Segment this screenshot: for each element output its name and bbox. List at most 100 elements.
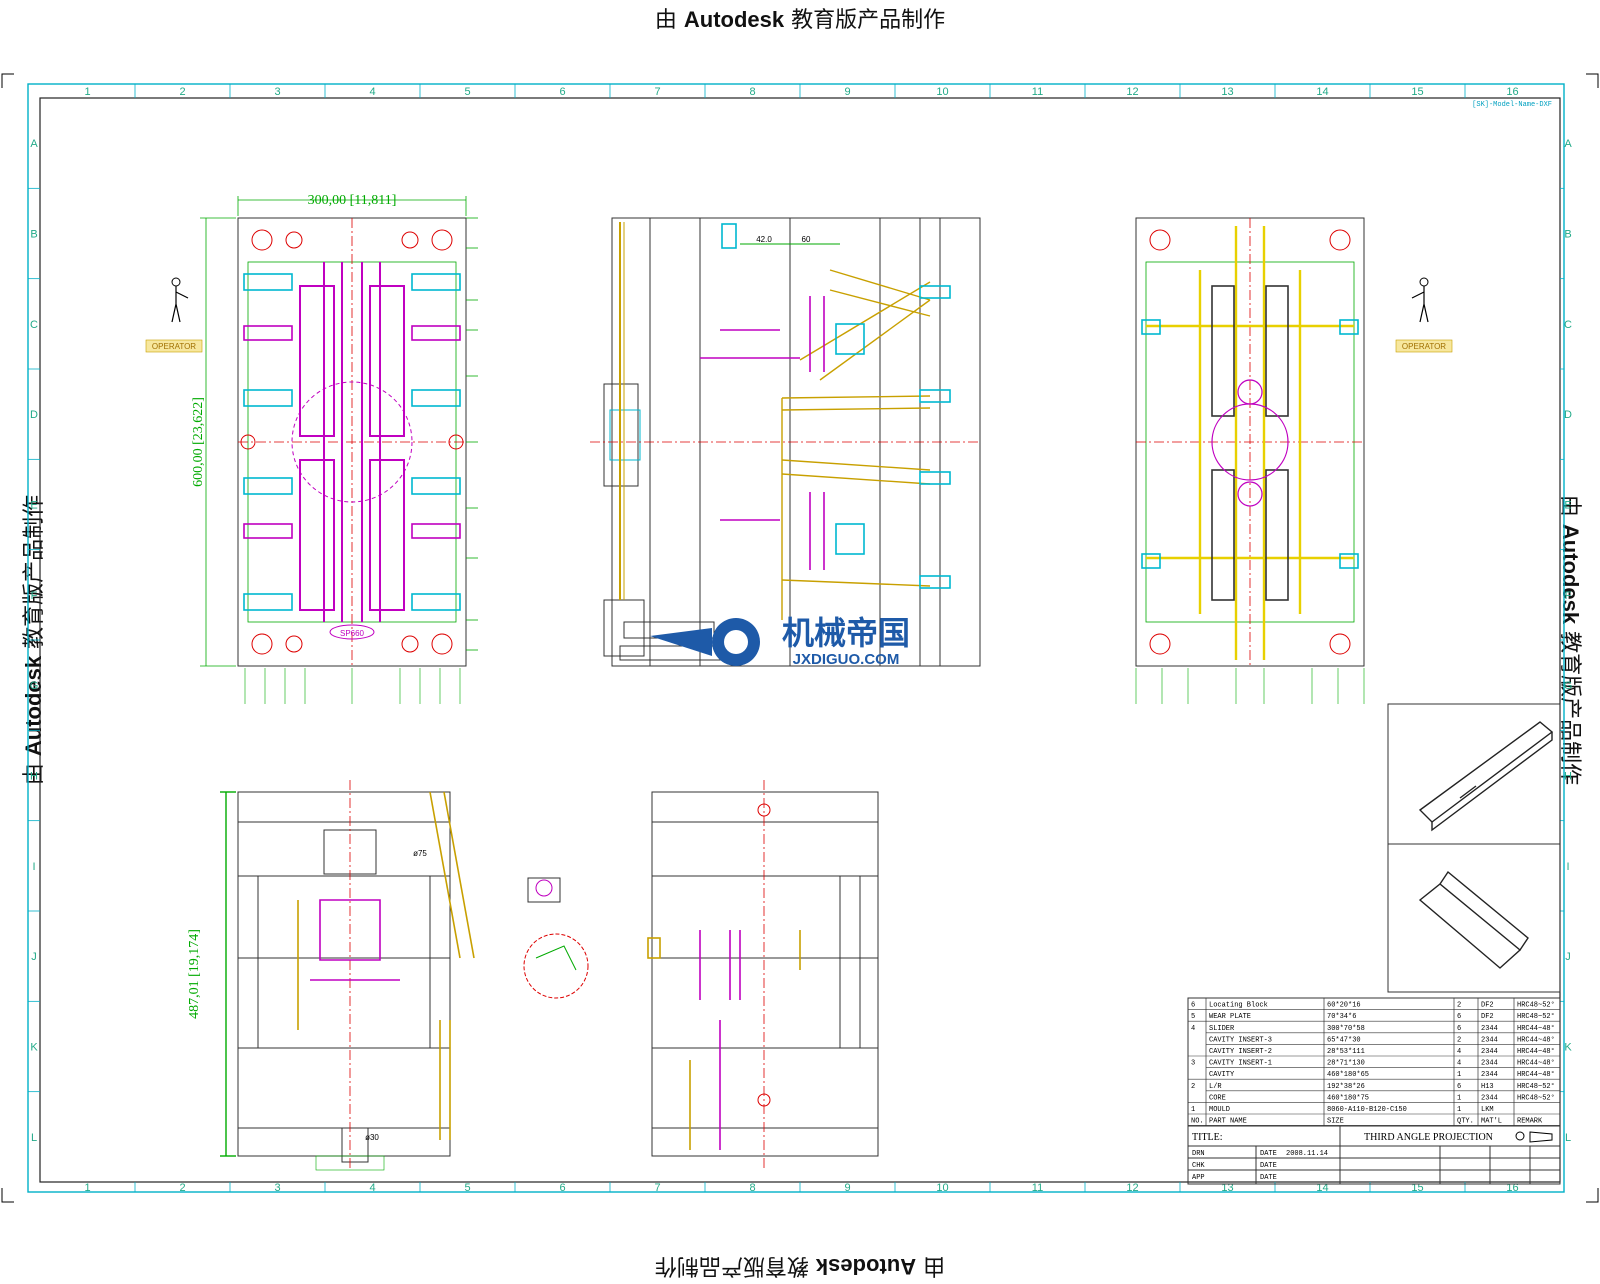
bom-cell-qty: 2	[1457, 1036, 1461, 1044]
section-view-2	[647, 780, 879, 1170]
zone-col-top: 13	[1221, 86, 1233, 98]
zone-row-left: L	[31, 1132, 37, 1144]
zone-col-bottom: 14	[1316, 1182, 1328, 1194]
zone-col-bottom: 8	[749, 1182, 755, 1194]
bom-cell-no: 5	[1191, 1013, 1195, 1021]
bom-cell-size: 8060-A110-B120-C150	[1327, 1106, 1407, 1114]
top-view: 300,00 [11,811] 600,00 [23,622] SP660	[191, 193, 478, 704]
zone-row-left: A	[30, 138, 38, 150]
zone-row-left: J	[31, 951, 37, 963]
bom-cell-name: CAVITY INSERT-3	[1209, 1036, 1272, 1044]
bom-cell-qty: 6	[1457, 1083, 1461, 1091]
bom-cell-qty: QTY.	[1457, 1118, 1474, 1126]
bom-cell-remark: HRC44~48°	[1517, 1024, 1555, 1033]
bom-cell-mat: DF2	[1481, 1013, 1494, 1021]
bom-cell-mat: 2344	[1481, 1094, 1498, 1102]
bom-cell-name: WEAR PLATE	[1209, 1013, 1251, 1021]
zone-row-right: D	[1564, 409, 1572, 421]
zone-col-top: 11	[1032, 86, 1043, 98]
bom-cell-qty: 1	[1457, 1071, 1461, 1079]
bom-cell-qty: 1	[1457, 1106, 1461, 1114]
bom-cell-mat: 2344	[1481, 1025, 1498, 1033]
zone-row-right: H	[1564, 771, 1572, 783]
zone-col-top: 12	[1126, 86, 1138, 98]
bom-cell-size: 28*53*111	[1327, 1048, 1365, 1056]
bom-cell-remark: HRC44~48°	[1517, 1035, 1555, 1044]
zone-col-bottom: 16	[1506, 1182, 1518, 1194]
side-view: 42.0 60	[590, 217, 981, 667]
zone-row-right: F	[1565, 590, 1572, 602]
zone-col-top: 7	[654, 86, 660, 98]
zone-col-top: 14	[1316, 86, 1328, 98]
bom-cell-name: PART NAME	[1209, 1118, 1247, 1126]
zone-row-right: I	[1566, 861, 1569, 873]
site-logo: 机械帝国 JXDIGUO.COM	[650, 614, 910, 668]
zone-col-bottom: 2	[179, 1182, 185, 1194]
zone-row-right: B	[1564, 229, 1571, 241]
bom-cell-name: MOULD	[1209, 1106, 1230, 1114]
trim-marks	[1, 73, 1599, 1203]
zone-col-top: 2	[179, 86, 185, 98]
zone-row-right: A	[1564, 138, 1572, 150]
zone-row-left: B	[30, 229, 37, 241]
bom-cell-size: 300*70*58	[1327, 1025, 1365, 1033]
date-label-3: DATE	[1260, 1174, 1277, 1182]
zone-col-bottom: 9	[844, 1182, 850, 1194]
bom-cell-qty: 1	[1457, 1094, 1461, 1102]
zone-row-left: H	[30, 771, 38, 783]
section-height-dim: 487,01 [19,174]	[187, 929, 202, 1019]
side-dim-b: 60	[802, 235, 811, 244]
zone-col-top: 10	[936, 86, 948, 98]
zone-col-bottom: 4	[369, 1182, 375, 1194]
zone-col-bottom: 13	[1221, 1182, 1233, 1194]
bom-cell-remark: REMARK	[1517, 1118, 1543, 1126]
logo-en: JXDIGUO.COM	[793, 651, 900, 668]
bom-cell-remark: HRC44~48°	[1517, 1059, 1555, 1068]
zone-col-bottom: 15	[1411, 1182, 1423, 1194]
bom-cell-qty: 2	[1457, 1002, 1461, 1010]
bom-cell-mat: 2344	[1481, 1036, 1498, 1044]
zone-row-right: C	[1564, 319, 1572, 331]
bom-cell-remark: HRC48~52°	[1517, 1012, 1555, 1021]
zone-col-top: 1	[84, 86, 90, 98]
watermark-top: 由 Autodesk 教育版产品制作	[654, 7, 946, 33]
bom-cell-size: 60*20*16	[1327, 1002, 1361, 1010]
app-label: APP	[1192, 1174, 1205, 1182]
bom-cell-qty: 4	[1457, 1048, 1461, 1056]
bom-cell-remark: HRC44~48°	[1517, 1070, 1555, 1079]
top-center-label: SP660	[340, 629, 365, 638]
zone-col-top: 3	[274, 86, 280, 98]
corner-tag: [SK]-Model-Name-DXF	[1472, 101, 1552, 109]
bom-cell-no: 1	[1191, 1106, 1195, 1114]
bom-cell-name: L/R	[1209, 1083, 1222, 1091]
zone-row-left: D	[30, 409, 38, 421]
date-label: DATE	[1260, 1150, 1277, 1158]
zone-row-right: G	[1564, 680, 1573, 692]
drn-label: DRN	[1192, 1150, 1205, 1158]
zone-col-top: 8	[749, 86, 755, 98]
bom-cell-name: Locating Block	[1209, 1002, 1268, 1010]
zone-labels: 1122334455667788991010111112121313141415…	[28, 84, 1572, 1194]
bom-cell-name: CORE	[1209, 1094, 1226, 1102]
zone-col-top: 4	[369, 86, 375, 98]
side-dim-a: 42.0	[756, 235, 772, 244]
chk-label: CHK	[1192, 1162, 1205, 1170]
zone-row-right: E	[1564, 500, 1571, 512]
top-width-dim: 300,00 [11,811]	[308, 193, 397, 208]
bom-cell-remark: HRC48~52°	[1517, 1082, 1555, 1091]
zone-col-bottom: 12	[1126, 1182, 1138, 1194]
zone-col-bottom: 7	[654, 1182, 660, 1194]
part-isometric-box	[1387, 703, 1561, 993]
bom-cell-mat: 2344	[1481, 1060, 1498, 1068]
bom-cell-mat: 2344	[1481, 1071, 1498, 1079]
bom-cell-no: 2	[1191, 1083, 1195, 1091]
bom-cell-qty: 4	[1457, 1060, 1461, 1068]
title-label: TITLE:	[1192, 1132, 1223, 1143]
bom-cell-mat: H13	[1481, 1083, 1494, 1091]
bom-cell-remark: HRC48~52°	[1517, 1093, 1555, 1102]
zone-col-top: 15	[1411, 86, 1423, 98]
zone-row-right: L	[1565, 1132, 1571, 1144]
zone-row-left: I	[32, 861, 35, 873]
